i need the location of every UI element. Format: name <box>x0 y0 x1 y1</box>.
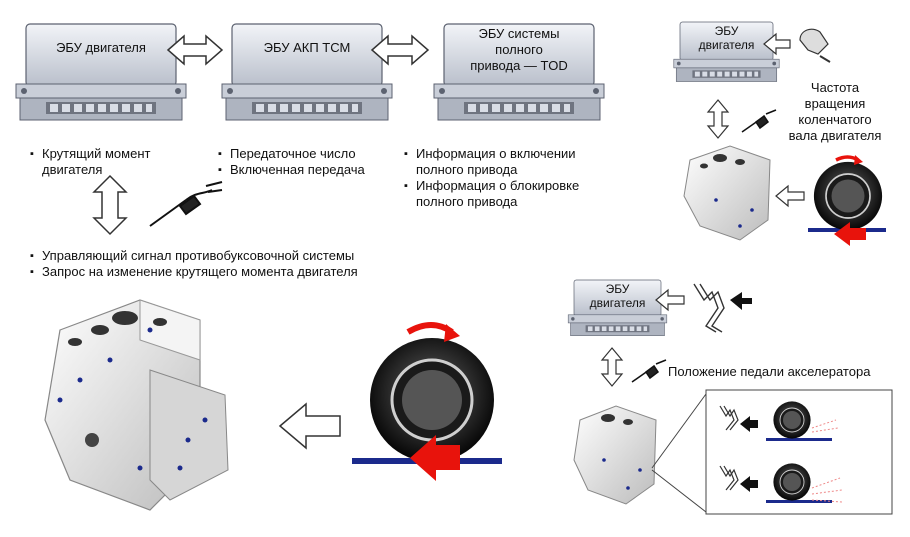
ecu-tcm-title: ЭБУ АКП ТСМ <box>263 40 351 55</box>
detail-pedal-icon-2 <box>719 465 739 491</box>
left-arrow-small-icon <box>763 32 791 56</box>
detail-pedal-icon-1 <box>719 405 739 431</box>
vertical-double-arrow-small-icon <box>706 99 730 139</box>
vertical-double-arrow-icon <box>92 174 128 236</box>
vertical-double-arrow-small-icon-2 <box>600 347 624 387</box>
engine-info-item: Крутящий момент двигателя <box>30 146 180 178</box>
left-arrow-small-icon-2 <box>775 184 805 208</box>
ecu-tod-title-line2: полного <box>495 42 543 57</box>
left-arrow-small-icon-3 <box>655 288 685 312</box>
ecu-tod-title-line3: привода — TOD <box>470 58 568 73</box>
tcm-info-item: Включенная передача <box>218 162 398 178</box>
tod-info-item: Информация о блокировке полного привода <box>404 178 604 210</box>
wheel-icon <box>352 322 502 481</box>
right-bottom-abs-unit <box>573 405 657 505</box>
ecu-engine-box <box>15 23 187 121</box>
right-top-abs-unit <box>683 145 771 241</box>
crank-speed-label-line1: Частота <box>810 80 860 95</box>
right-bottom-ecu-title: ЭБУ двигателя <box>574 282 661 310</box>
ecu-tod-title-line1: ЭБУ системы <box>478 26 560 41</box>
left-arrow-icon <box>278 402 341 450</box>
detail-wheel-icon-2 <box>766 462 843 503</box>
abs-hydraulic-unit <box>44 299 229 511</box>
cable-connector-small-icon <box>741 109 777 133</box>
detail-push-arrow-icon-1 <box>740 416 758 432</box>
tcm-info-item: Передаточное число <box>218 146 398 162</box>
accelerator-sensor-icon <box>693 283 725 333</box>
right-top-wheel-icon <box>808 155 886 246</box>
abs-info-item: Запрос на изменение крутящего момента дв… <box>30 264 430 280</box>
cable-connector-small-icon-2 <box>631 359 667 383</box>
abs-info-item: Управляющий сигнал противобуксовочной си… <box>30 248 430 264</box>
crank-speed-label-line4: вала двигателя <box>788 128 882 143</box>
detail-push-arrow-icon-2 <box>740 476 758 492</box>
accelerator-position-label: Положение педали акселератора <box>668 364 871 379</box>
detail-wheel-icon-1 <box>766 400 839 441</box>
ecu-tod-title: ЭБУ системы полного привода — TOD <box>444 26 594 74</box>
double-arrow-icon <box>166 34 430 66</box>
right-top-ecu-title-line1: ЭБУ <box>714 24 739 38</box>
ecu-engine-title: ЭБУ двигателя <box>56 40 146 55</box>
right-top-ecu-title: ЭБУ двигателя <box>680 24 773 52</box>
crank-speed-label: Частота вращения коленчатого вала двигат… <box>780 80 890 144</box>
callout-lines <box>651 393 707 513</box>
push-arrow-icon <box>730 292 752 310</box>
cable-connector-icon <box>149 181 223 227</box>
crank-speed-label-line2: вращения <box>804 96 866 111</box>
tod-info-list: Информация о включении полного привода И… <box>404 146 604 210</box>
crank-sensor-icon <box>799 28 831 63</box>
ecu-tcm-box <box>221 23 393 121</box>
right-bottom-ecu-title-line1: ЭБУ <box>605 282 630 296</box>
tod-info-item: Информация о включении полного привода <box>404 146 604 178</box>
crank-speed-label-line3: коленчатого <box>798 112 872 127</box>
abs-info-list: Управляющий сигнал противобуксовочной си… <box>30 248 430 280</box>
tcm-info-list: Передаточное число Включенная передача <box>218 146 398 178</box>
right-bottom-ecu-title-line2: двигателя <box>589 296 646 310</box>
right-top-ecu-title-line2: двигателя <box>698 38 755 52</box>
engine-info-list: Крутящий момент двигателя <box>30 146 180 178</box>
